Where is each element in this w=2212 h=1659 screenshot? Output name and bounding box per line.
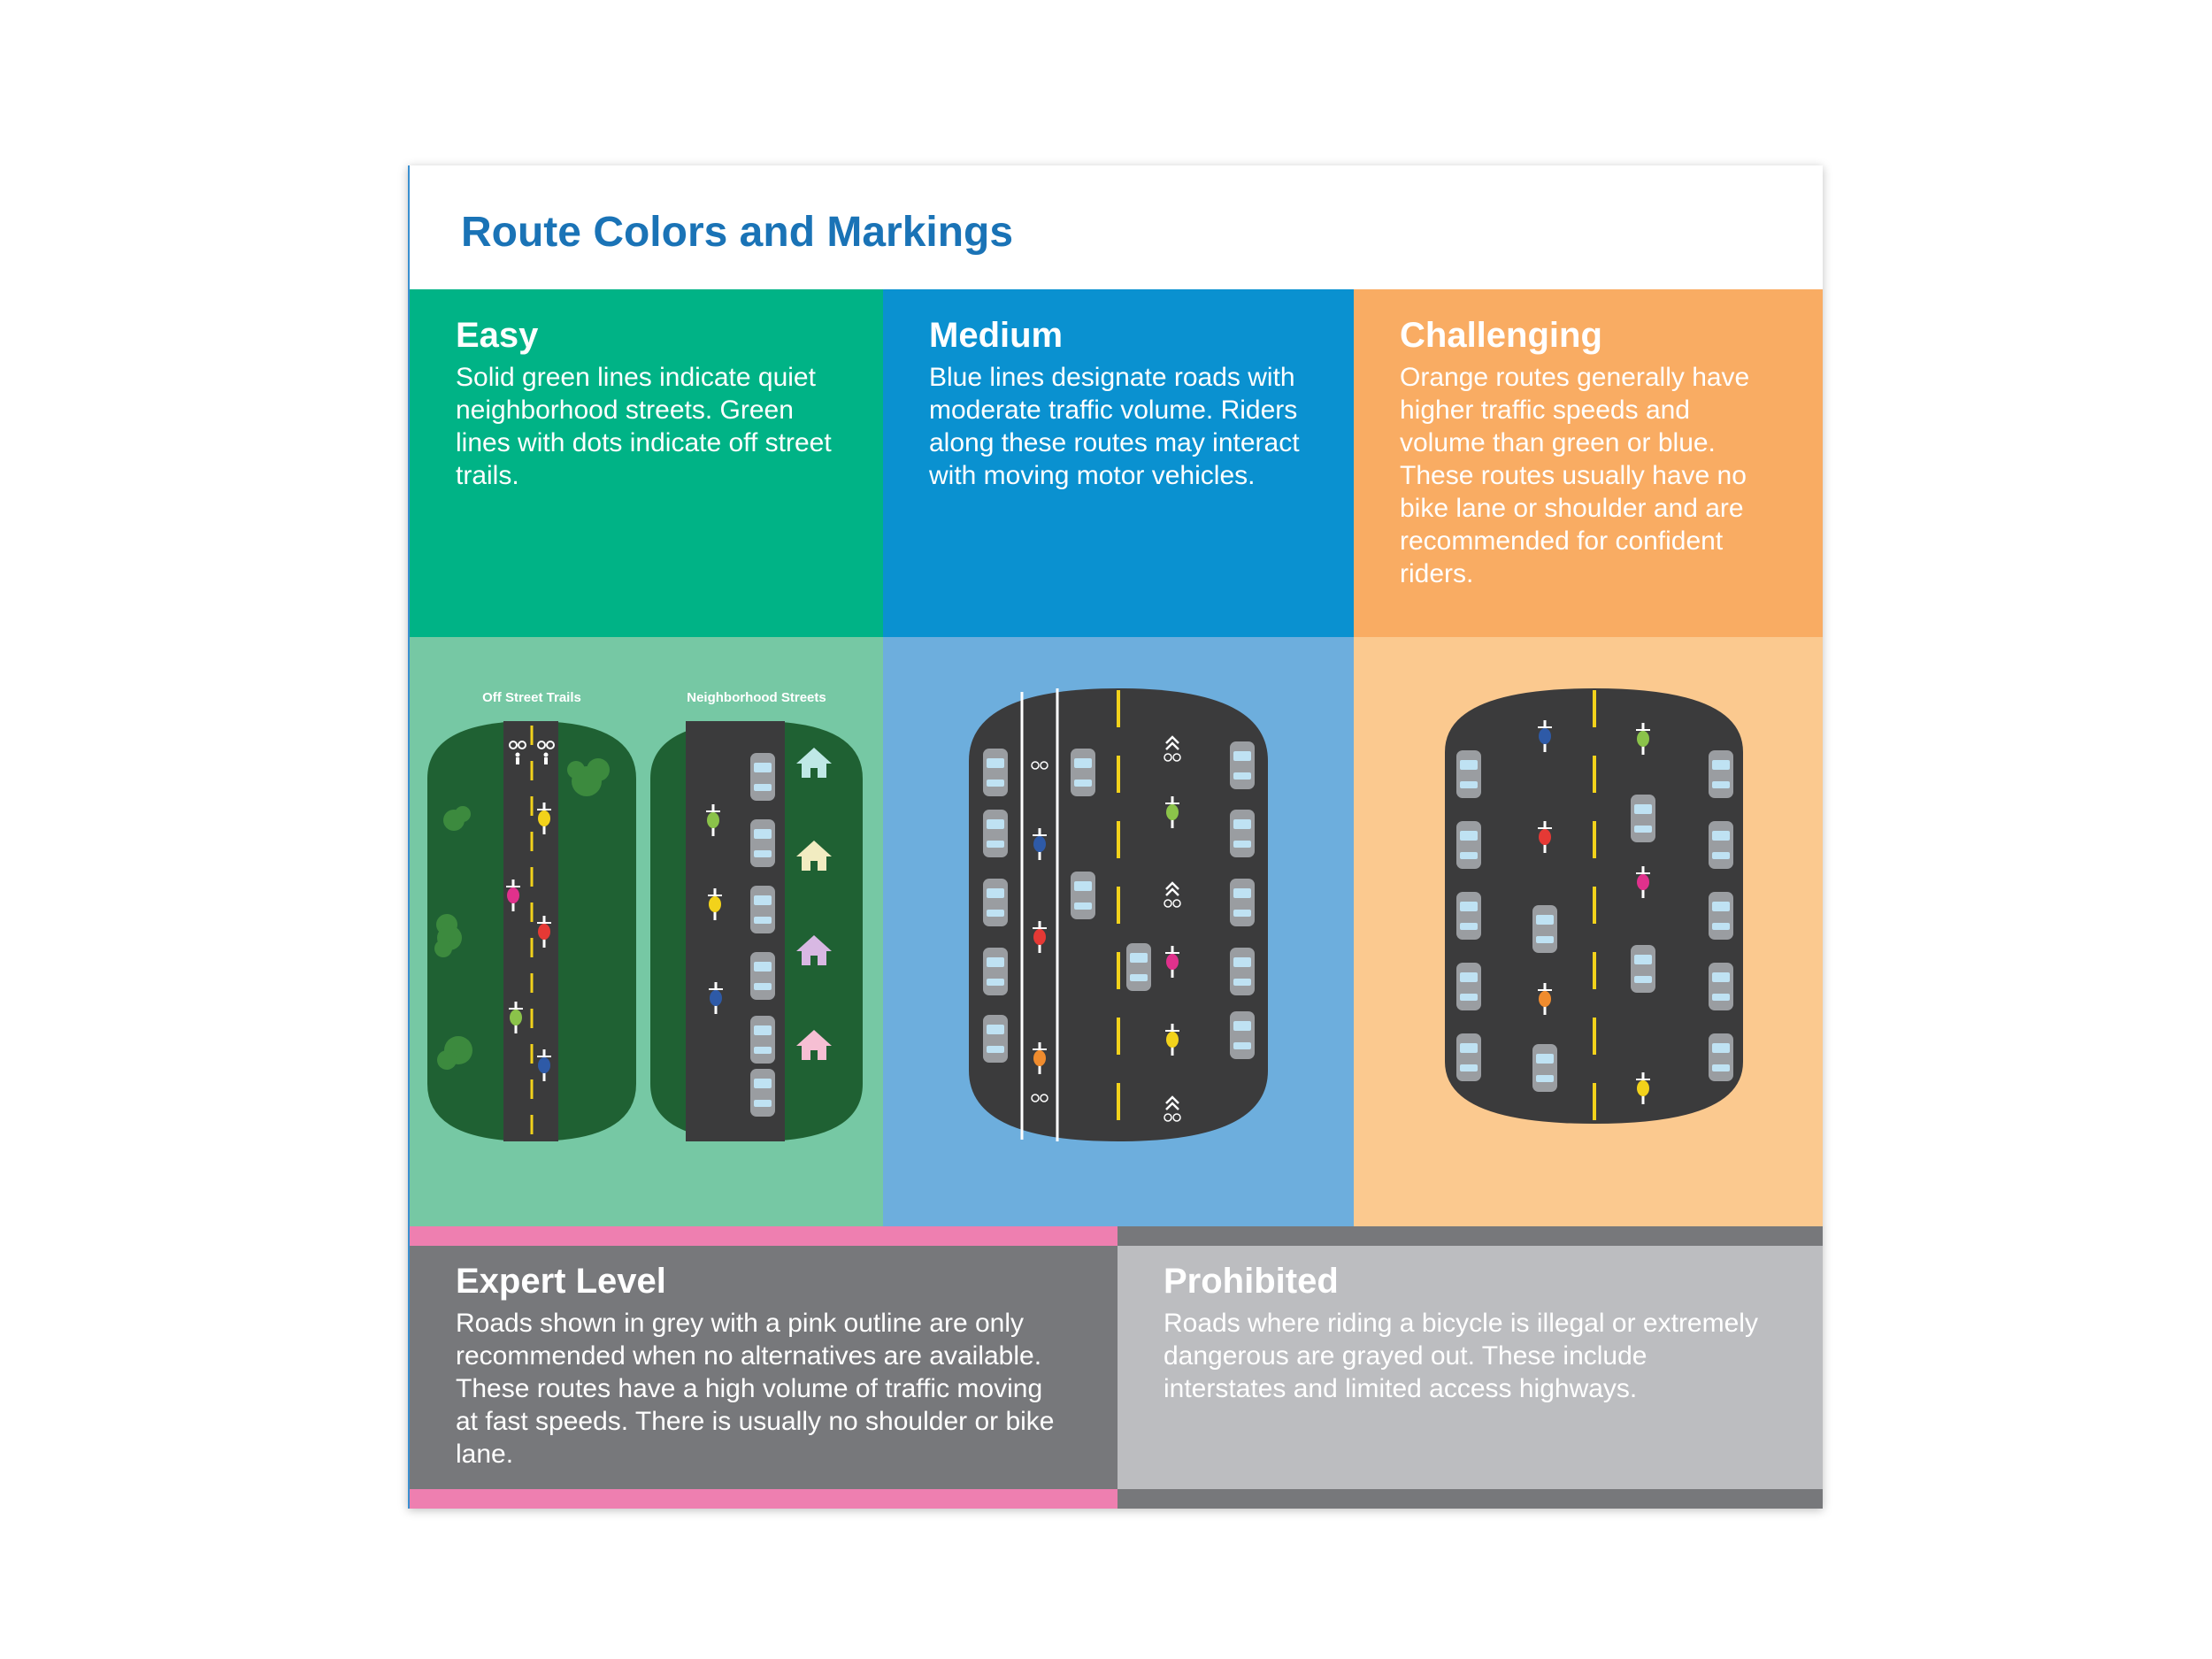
car-icon bbox=[750, 1069, 775, 1117]
house-icon bbox=[796, 1030, 832, 1060]
car-icon bbox=[1532, 1044, 1557, 1092]
car-icon bbox=[983, 1015, 1008, 1063]
car-icon bbox=[1230, 879, 1255, 926]
route-legend-card: Route Colors and Markings Easy Solid gre… bbox=[408, 165, 1823, 1509]
sharrow-icon bbox=[1164, 735, 1181, 762]
neighborhood-streets-label: Neighborhood Streets bbox=[687, 690, 826, 705]
challenging-heading: Challenging bbox=[1400, 316, 1602, 355]
cyclist-icon bbox=[709, 982, 723, 1014]
car-icon bbox=[1230, 948, 1255, 995]
cyclist-icon bbox=[1538, 720, 1552, 752]
easy-panel: Easy Solid green lines indicate quiet ne… bbox=[410, 289, 883, 637]
medium-description: Blue lines designate roads with moderate… bbox=[929, 363, 1300, 490]
car-icon bbox=[1456, 892, 1481, 940]
bike-symbol-icon bbox=[1031, 1094, 1048, 1102]
car-icon bbox=[1709, 750, 1733, 798]
prohibited-heading: Prohibited bbox=[1164, 1262, 1339, 1301]
car-icon bbox=[1709, 1033, 1733, 1081]
car-icon bbox=[1126, 943, 1151, 991]
house-icon bbox=[796, 935, 832, 965]
prohibited-description: Roads where riding a bicycle is illegal … bbox=[1164, 1309, 1758, 1403]
car-icon bbox=[1071, 872, 1095, 919]
car-icon bbox=[1456, 1033, 1481, 1081]
car-icon bbox=[1230, 810, 1255, 857]
car-icon bbox=[750, 952, 775, 1000]
cyclist-icon bbox=[1636, 723, 1650, 755]
challenging-illustration bbox=[1354, 637, 1823, 1226]
cyclist-icon bbox=[509, 1002, 523, 1033]
easy-illustration: Off Street Trails Neighborhood Streets bbox=[410, 637, 883, 1226]
cyclist-icon bbox=[537, 916, 551, 948]
car-icon bbox=[1071, 749, 1095, 796]
off-street-trail-scene bbox=[427, 721, 636, 1141]
medium-road-scene bbox=[969, 688, 1268, 1141]
easy-heading: Easy bbox=[456, 316, 539, 355]
car-icon bbox=[1709, 963, 1733, 1010]
cyclist-icon bbox=[1636, 1072, 1650, 1104]
cyclist-icon bbox=[1538, 983, 1552, 1015]
bike-symbol-icon bbox=[1031, 761, 1048, 770]
car-icon bbox=[1631, 795, 1655, 842]
cyclist-icon bbox=[1538, 821, 1552, 853]
cyclist-icon bbox=[537, 1049, 551, 1081]
prohibited-panel: Prohibited Roads where riding a bicycle … bbox=[1118, 1226, 1823, 1509]
expert-description: Roads shown in grey with a pink outline … bbox=[456, 1309, 1055, 1469]
car-icon bbox=[983, 879, 1008, 926]
challenging-road-svg bbox=[1445, 688, 1743, 1124]
medium-illustration bbox=[883, 637, 1354, 1226]
sharrow-icon bbox=[1164, 1095, 1181, 1122]
car-icon bbox=[1709, 821, 1733, 869]
car-icon bbox=[1709, 892, 1733, 940]
medium-heading: Medium bbox=[929, 316, 1064, 355]
car-icon bbox=[750, 886, 775, 933]
challenging-panel: Challenging Orange routes generally have… bbox=[1354, 289, 1823, 637]
car-icon bbox=[1532, 905, 1557, 953]
expert-panel: Expert Level Roads shown in grey with a … bbox=[410, 1226, 1118, 1509]
easy-description: Solid green lines indicate quiet neighbo… bbox=[456, 363, 832, 490]
pedestrian-symbol-icon bbox=[515, 752, 549, 764]
cyclist-icon bbox=[706, 804, 720, 836]
car-icon bbox=[1230, 1011, 1255, 1059]
medium-road-svg bbox=[969, 688, 1268, 1141]
car-icon bbox=[1456, 821, 1481, 869]
cyclist-icon bbox=[537, 803, 551, 834]
off-street-trails-label: Off Street Trails bbox=[482, 690, 581, 705]
bike-symbol-icon bbox=[509, 741, 555, 749]
challenging-description: Orange routes generally have higher traf… bbox=[1400, 363, 1750, 588]
car-icon bbox=[750, 753, 775, 801]
car-icon bbox=[1230, 741, 1255, 789]
cyclist-icon bbox=[1165, 796, 1179, 828]
car-icon bbox=[983, 810, 1008, 857]
cyclist-icon bbox=[1033, 1042, 1047, 1074]
car-icon bbox=[1631, 945, 1655, 993]
cyclist-icon bbox=[1165, 946, 1179, 978]
cyclist-icon bbox=[1165, 1024, 1179, 1056]
car-icon bbox=[750, 1016, 775, 1064]
car-icon bbox=[983, 749, 1008, 796]
expert-heading: Expert Level bbox=[456, 1262, 666, 1301]
car-icon bbox=[1456, 750, 1481, 798]
car-icon bbox=[1456, 963, 1481, 1010]
house-icon bbox=[796, 841, 832, 871]
car-icon bbox=[983, 948, 1008, 995]
sharrow-icon bbox=[1164, 881, 1181, 908]
cyclist-icon bbox=[506, 879, 520, 911]
cyclist-icon bbox=[1033, 828, 1047, 860]
medium-panel: Medium Blue lines designate roads with m… bbox=[883, 289, 1354, 637]
cyclist-icon bbox=[1636, 866, 1650, 898]
tree-icon bbox=[434, 758, 610, 1070]
easy-roads-svg: Off Street Trails Neighborhood Streets bbox=[427, 690, 863, 1141]
cyclist-icon bbox=[1033, 921, 1047, 953]
house-icon bbox=[796, 748, 832, 778]
car-icon bbox=[750, 819, 775, 867]
cyclist-icon bbox=[708, 888, 722, 920]
challenging-road-scene bbox=[1445, 688, 1743, 1124]
page-title: Route Colors and Markings bbox=[461, 209, 1014, 256]
